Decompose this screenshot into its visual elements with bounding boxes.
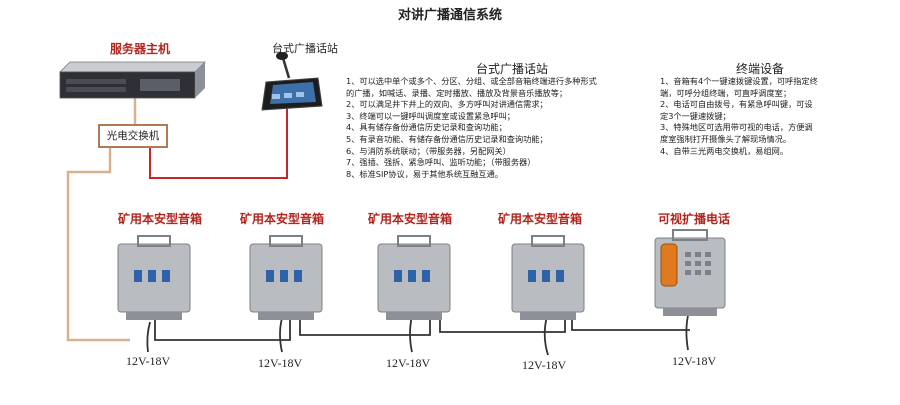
desk-station-label: 台式广播话站	[272, 42, 338, 55]
desk-panel-list: 1、可以选中单个或多个、分区、分组、或全部音箱终端进行多种形式 的广播，如喊话、…	[346, 76, 597, 180]
desk-feature-item: 5、有录音功能、有储存备份通信历史记录和查询功能；	[346, 133, 548, 144]
optical-switch-label: 光电交换机	[106, 130, 160, 142]
speaker-label-1: 矿用本安型音箱	[118, 212, 203, 226]
terminal-panel-list: 1、音箱有4个一键速拨键设置，可呼指定终 端，可呼分组终端，可直呼调度室； 2、…	[660, 76, 818, 157]
desk-feature-item: 8、标准SIP协议，易于其他系统互融互通。	[346, 168, 503, 179]
server-chassis-drawing	[59, 61, 206, 99]
red-cable	[149, 108, 288, 179]
desk-feature-item: 的广播，如喊话、录播、定时播放、播放及背景音乐播放等；	[346, 87, 568, 98]
desk-feature-item: 7、强插、强拆、紧急呼叫、监听功能；（带服务器）	[346, 157, 536, 168]
diagram-title: 对讲广播通信系统	[397, 8, 502, 23]
desk-station-drawing	[261, 52, 323, 111]
desk-panel-title: 台式广播话站	[476, 62, 549, 76]
terminal-feature-item: 3、特殊地区可选用带可视的电话，方便调	[660, 122, 813, 133]
desk-feature-item: 1、可以选中单个或多个、分区、分组、或全部音箱终端进行多种形式	[346, 76, 597, 86]
terminal-feature-item: 定3个一键速拨键；	[660, 110, 731, 121]
desk-feature-item: 6、与消防系统联动；（带服务器，另配网关）	[346, 145, 511, 156]
voltage-label-4: 12V-18V	[522, 358, 567, 372]
voltage-label-2: 12V-18V	[258, 356, 303, 370]
terminal-feature-item: 端，可呼分组终端，可直呼调度室；	[660, 87, 792, 98]
video-phone-label: 可视扩播电话	[658, 212, 731, 226]
optical-switch-box: 光电交换机	[98, 124, 168, 148]
voltage-label-5: 12V-18V	[672, 354, 717, 368]
speaker-label-2: 矿用本安型音箱	[240, 212, 325, 226]
voltage-label-3: 12V-18V	[386, 356, 431, 370]
speaker-label-4: 矿用本安型音箱	[498, 212, 583, 226]
terminal-feature-item: 1、音箱有4个一键速拨键设置，可呼指定终	[660, 76, 818, 86]
speaker-drawings	[117, 235, 585, 320]
terminal-panel-title: 终端设备	[736, 62, 785, 76]
desk-feature-item: 2、可以满足井下井上的双向、多方呼叫对讲通信需求；	[346, 99, 548, 110]
video-phone-drawing	[654, 229, 726, 316]
terminal-feature-item: 2、电话可自由拨号，有紧急呼叫键，可设	[660, 99, 813, 110]
desk-feature-item: 4、具有储存备份通信历史记录和查询功能；	[346, 122, 507, 133]
server-label: 服务器主机	[110, 42, 171, 56]
desk-feature-item: 3、终端可以一键呼叫调度室或设置紧急呼叫；	[346, 110, 515, 121]
speaker-label-3: 矿用本安型音箱	[368, 212, 453, 226]
terminal-feature-item: 度室强制打开摄像头了解现场情况。	[660, 133, 792, 144]
terminal-feature-item: 4、自带三光两电交换机，易组网。	[660, 145, 789, 156]
voltage-label-1: 12V-18V	[126, 354, 171, 368]
fiber-lines	[66, 98, 137, 342]
